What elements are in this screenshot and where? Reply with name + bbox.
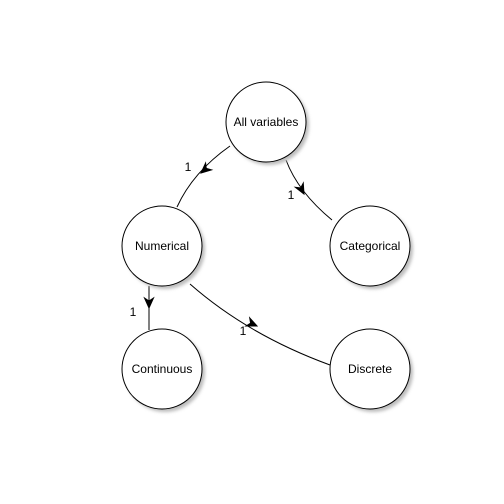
edge-label-discrete: 1 [240,324,247,338]
node-circle [329,328,411,410]
arrowhead-discrete [244,316,259,327]
edge-numerical-to-discrete [189,283,331,366]
edge-label-numerical: 1 [185,160,192,174]
node-label: Discrete [348,362,392,376]
node-circle [121,328,203,410]
arrowhead-continuous [143,296,155,310]
edges [148,145,333,366]
node-categorical[interactable]: Categorical [329,205,413,289]
node-circle [225,81,307,163]
arrowheads [143,161,305,327]
edge-all-variables-to-numerical [176,145,231,208]
node-discrete[interactable]: Discrete [329,328,413,412]
edge-label-categorical: 1 [288,188,295,202]
node-all-variables[interactable]: All variables [225,81,309,165]
node-circle [121,205,203,287]
node-label: Numerical [135,239,189,253]
node-label: Continuous [132,362,193,376]
edge-labels: 1 1 1 1 [130,160,295,338]
node-numerical[interactable]: Numerical [121,205,205,289]
arrowhead-numerical [200,161,214,174]
node-label: All variables [234,115,299,129]
node-continuous[interactable]: Continuous [121,328,205,412]
node-label: Categorical [340,239,401,253]
node-circle [329,205,411,287]
arrowhead-categorical [293,181,305,196]
edge-label-continuous: 1 [130,305,137,319]
